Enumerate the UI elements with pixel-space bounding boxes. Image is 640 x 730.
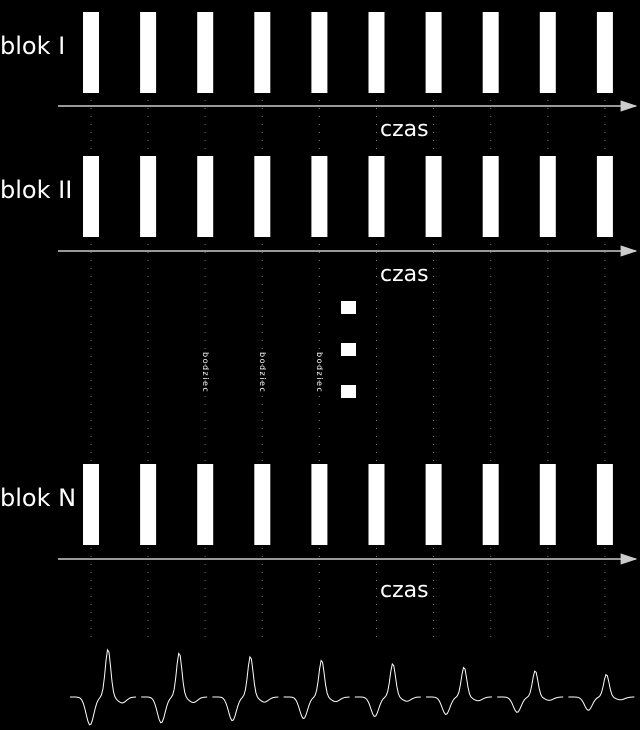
stimulus-bar [197, 12, 214, 93]
block-label: blok I [0, 32, 65, 60]
ellipsis [341, 301, 356, 398]
response-waveforms [70, 648, 635, 726]
response-waveform [426, 666, 492, 715]
time-axis-label: czas [380, 262, 429, 287]
stimulus-bars [83, 12, 613, 93]
time-axis-label: czas [380, 117, 429, 142]
stimulus-bar [197, 464, 214, 545]
stimulus-bar [83, 464, 99, 545]
stimulus-bars [83, 156, 613, 237]
stimulus-bar [539, 156, 556, 237]
stimulus-bar [254, 12, 271, 93]
block-1: blok I czas [0, 12, 638, 142]
stimulus-bar [140, 464, 157, 545]
response-waveform [568, 673, 635, 711]
ellipsis-dot [341, 385, 356, 398]
block-label: blok N [0, 484, 76, 512]
block-n: blok N czas [0, 464, 638, 603]
ellipsis-dot [341, 301, 356, 314]
stimulus-bar [596, 464, 613, 545]
stimulus-label: bodziec [315, 352, 324, 393]
stimulus-bar [83, 156, 99, 237]
stimulus-bar [368, 156, 385, 237]
stimulus-label: bodziec [201, 352, 210, 393]
stimulus-label: bodziec [258, 352, 267, 393]
stimulus-bar [596, 156, 613, 237]
time-axis-label: czas [380, 578, 429, 603]
stimulus-bar [140, 12, 157, 93]
stimulus-bar [83, 12, 99, 93]
stimulus-bars [83, 464, 613, 545]
stimulus-bar [425, 156, 442, 237]
stimulus-bar [425, 12, 442, 93]
block-label: blok II [0, 176, 72, 204]
stimulus-bar [140, 156, 157, 237]
response-waveform [354, 662, 421, 717]
stimulus-bar [482, 12, 499, 93]
stimulus-bar [482, 156, 499, 237]
stimulus-labels: bodziec bodziec bodziec [201, 352, 324, 393]
stimulus-bar [311, 464, 328, 545]
response-waveform [70, 648, 137, 726]
stimulus-bar [254, 156, 271, 237]
stimulus-bar [368, 12, 385, 93]
stimulus-bar [539, 464, 556, 545]
response-waveform [283, 659, 350, 720]
guide-lines [90, 12, 606, 640]
stimulus-bar [311, 12, 328, 93]
stimulus-bar [368, 464, 385, 545]
stimulus-bar [425, 464, 442, 545]
response-waveform [497, 670, 564, 713]
stimulus-bar [311, 156, 328, 237]
response-waveform [141, 652, 208, 724]
stimulus-bar [596, 12, 613, 93]
stimulus-bar [539, 12, 556, 93]
block-2: blok II czas [0, 156, 638, 287]
response-waveform [212, 655, 279, 722]
stimulus-bar [197, 156, 214, 237]
stimulus-bar [254, 464, 271, 545]
ellipsis-dot [341, 343, 356, 356]
stimulus-bar [482, 464, 499, 545]
